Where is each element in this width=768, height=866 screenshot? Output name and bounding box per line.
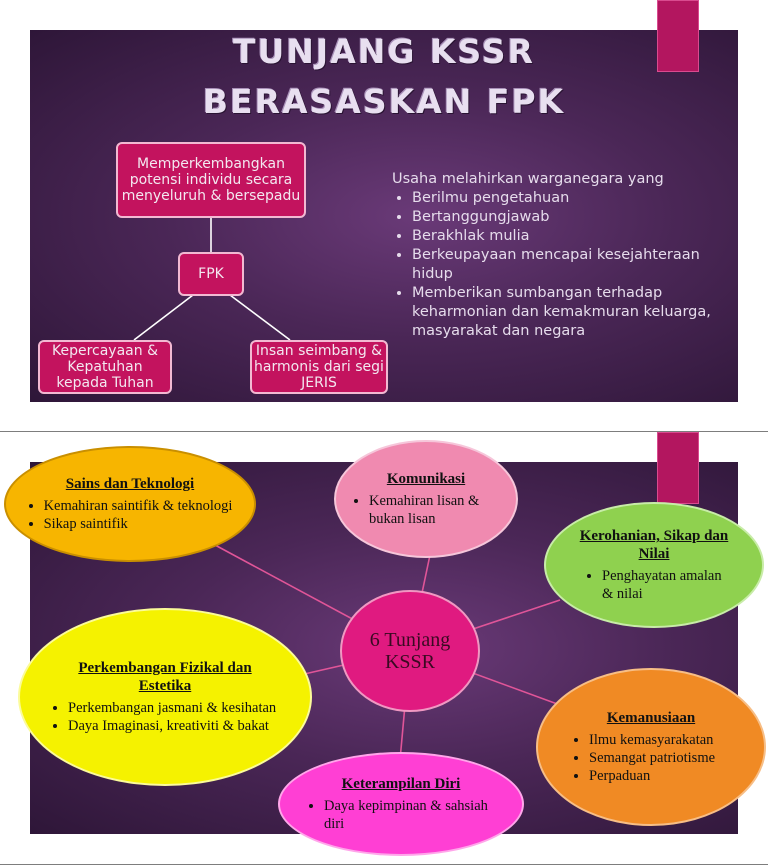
aim-item: Memberikan sumbangan terhadap keharmonia… <box>412 284 732 341</box>
citizen-aims: Usaha melahirkan warganegara yang Berilm… <box>392 170 732 341</box>
sains-teknologi-title: Sains dan Teknologi <box>65 476 195 492</box>
fizikal-estetika-bubble: Perkembangan Fizikal dan Estetika Perkem… <box>18 608 312 786</box>
aim-item: Berkeupayaan mencapai kesejahteraan hidu… <box>412 246 732 284</box>
komunikasi-title: Komunikasi <box>386 471 466 487</box>
pillar-item: Penghayatan amalan & nilai <box>602 567 722 603</box>
slide1-ribbon <box>657 0 699 72</box>
bottom-divider <box>0 864 768 865</box>
belief-text: Kepercayaan & Kepatuhan kepada Tuhan <box>51 343 158 391</box>
pillar-item: Semangat patriotisme <box>589 749 729 767</box>
pillar-item: Sikap saintifik <box>44 515 233 533</box>
belief-box: Kepercayaan & Kepatuhan kepada Tuhan <box>38 340 172 394</box>
kemanusiaan-title: Kemanusiaan <box>606 710 696 726</box>
pillar-item: Daya Imaginasi, kreativiti & bakat <box>68 717 278 735</box>
aims-intro: Usaha melahirkan warganegara yang <box>392 171 664 187</box>
pillar-item: Daya kepimpinan & sahsiah diri <box>324 797 494 833</box>
aim-item: Berilmu pengetahuan <box>412 189 732 208</box>
sains-teknologi-bubble: Sains dan Teknologi Kemahiran saintifik … <box>4 446 256 562</box>
keterampilan-diri-bubble: Keterampilan Diri Daya kepimpinan & sahs… <box>278 752 524 856</box>
komunikasi-bubble: Komunikasi Kemahiran lisan & bukan lisan <box>334 440 518 558</box>
pillar-item: Ilmu kemasyarakatan <box>589 731 729 749</box>
pillar-item: Kemahiran lisan & bukan lisan <box>369 492 499 528</box>
aim-item: Bertanggungjawab <box>412 208 732 227</box>
balanced-person-box: Insan seimbang & harmonis dari segi JERI… <box>250 340 388 394</box>
slide-title-line1: TUNJANG KSSR <box>233 32 535 71</box>
keterampilan-diri-title: Keterampilan Diri <box>341 776 461 792</box>
balanced-person-text: Insan seimbang & harmonis dari segi JERI… <box>254 343 384 391</box>
fizikal-estetika-title: Perkembangan Fizikal dan Estetika <box>78 660 252 694</box>
slide-fpk: TUNJANG KSSR BERASASKAN FPK Memperkemban… <box>30 30 738 402</box>
slide2-ribbon <box>657 432 699 504</box>
pillar-item: Perkembangan jasmani & kesihatan <box>68 699 278 717</box>
potential-development-text: Memperkembangkan potensi individu secara… <box>121 156 301 204</box>
pillar-item: Kemahiran saintifik & teknologi <box>44 497 233 515</box>
six-pillars-hub: 6 Tunjang KSSR <box>340 590 480 712</box>
kemanusiaan-bubble: Kemanusiaan Ilmu kemasyarakatan Semangat… <box>536 668 766 826</box>
kerohanian-bubble: Kerohanian, Sikap dan Nilai Penghayatan … <box>544 502 764 628</box>
slide-title-line2: BERASASKAN FPK <box>202 82 566 121</box>
fpk-center-box: FPK <box>178 252 244 296</box>
fpk-label: FPK <box>198 266 224 282</box>
kerohanian-title: Kerohanian, Sikap dan Nilai <box>579 528 729 562</box>
slide-divider <box>0 431 768 432</box>
hub-label: 6 Tunjang KSSR <box>369 629 451 673</box>
aim-item: Berakhlak mulia <box>412 227 732 246</box>
pillar-item: Perpaduan <box>589 767 729 785</box>
potential-development-box: Memperkembangkan potensi individu secara… <box>116 142 306 218</box>
